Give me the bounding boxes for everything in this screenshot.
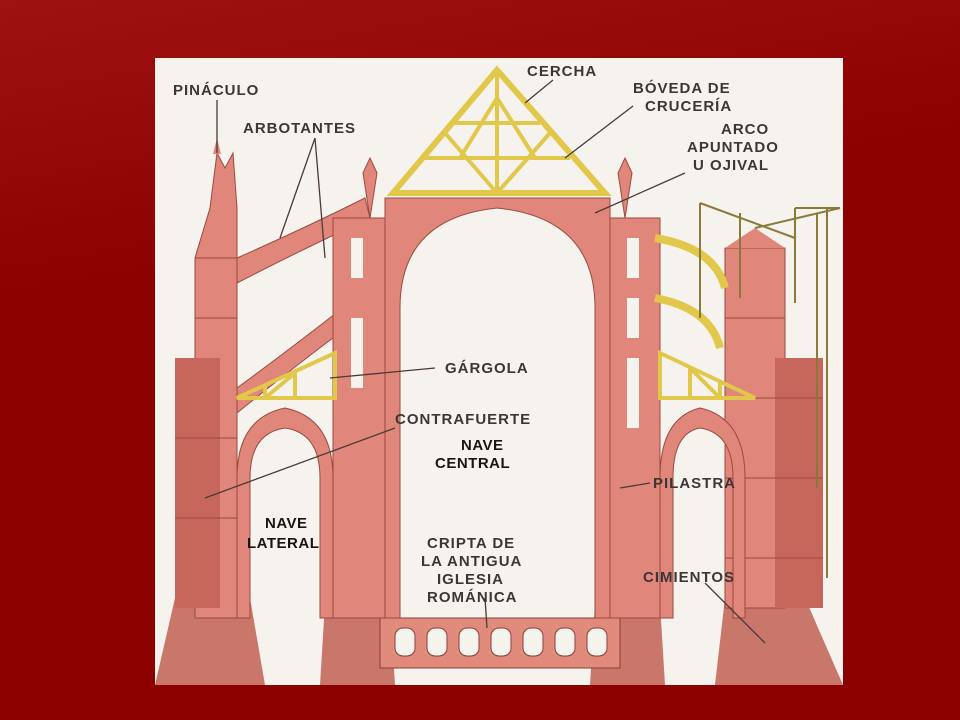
label-nave-central-line1: NAVE (461, 437, 504, 454)
gothic-cathedral-diagram: PINÁCULO ARBOTANTES CERCHA BÓVEDA DE CRU… (155, 58, 843, 685)
side-aisle-arches (236, 407, 746, 619)
label-arco-line3: U OJIVAL (693, 157, 769, 174)
label-contrafuerte: CONTRAFUERTE (395, 411, 531, 428)
label-boveda-line2: CRUCERÍA (645, 98, 732, 115)
right-pier (604, 156, 661, 619)
label-cimientos: CIMIENTOS (643, 569, 735, 586)
labels: PINÁCULO ARBOTANTES CERCHA BÓVEDA DE CRU… (173, 63, 779, 606)
label-arco-line1: ARCO (721, 121, 769, 138)
label-cripta-line3: IGLESIA (437, 571, 504, 588)
left-pier (332, 156, 389, 619)
leader-lines (204, 79, 766, 644)
label-nave-lateral-line2: LATERAL (247, 535, 319, 552)
label-boveda-line1: BÓVEDA DE (633, 79, 731, 97)
left-buttress (175, 138, 238, 619)
label-arco-line2: APUNTADO (687, 139, 779, 156)
right-buttress (724, 228, 823, 609)
crypt-arcade (379, 617, 621, 669)
label-pinaculo: PINÁCULO (173, 82, 259, 99)
nave-central-arch (384, 197, 611, 619)
label-pilastra: PILASTRA (653, 475, 736, 492)
scaffolding (699, 202, 841, 578)
roof-truss (386, 65, 612, 196)
label-cercha: CERCHA (527, 63, 597, 80)
aisle-roof-truss (236, 234, 756, 400)
label-gargola: GÁRGOLA (445, 360, 529, 377)
label-cripta-line4: ROMÁNICA (427, 589, 518, 606)
label-cripta-line1: CRIPTA DE (427, 535, 515, 552)
label-arbotantes: ARBOTANTES (243, 120, 356, 137)
label-nave-central-line2: CENTRAL (435, 455, 510, 472)
label-nave-lateral-line1: NAVE (265, 515, 308, 532)
label-cripta-line2: LA ANTIGUA (421, 553, 522, 570)
